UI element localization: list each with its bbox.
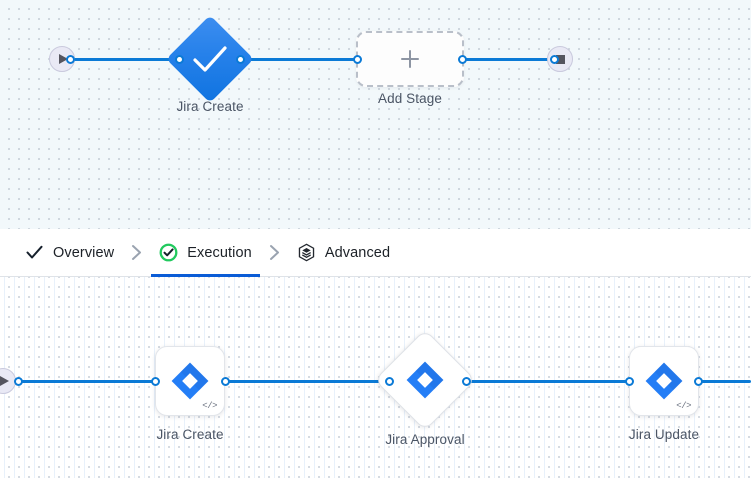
port-exec-start-out[interactable] [14, 377, 23, 386]
check-circle-icon [159, 243, 178, 262]
pipeline-overview-canvas[interactable]: Jira Create Add Stage [0, 0, 751, 229]
check-icon [25, 243, 44, 262]
step-jira-approval-label: Jira Approval [385, 432, 465, 447]
play-icon [0, 376, 9, 386]
code-badge: </> [202, 401, 217, 411]
port-jira-create-in[interactable] [175, 55, 184, 64]
tab-separator-2 [252, 244, 297, 261]
port-jira-create-in[interactable] [151, 377, 160, 386]
tab-separator-1 [114, 244, 159, 261]
port-jira-approval-out[interactable] [462, 377, 471, 386]
step-shape-square[interactable]: </> [629, 346, 699, 416]
edge-start-to-jira-create [70, 58, 180, 61]
port-jira-update-out[interactable] [694, 377, 703, 386]
port-end-in[interactable] [550, 55, 559, 64]
stage-jira-create-label: Jira Create [176, 99, 244, 114]
play-icon [59, 54, 68, 64]
port-jira-create-out[interactable] [221, 377, 230, 386]
port-jira-create-out[interactable] [236, 55, 245, 64]
step-shape-square[interactable]: </> [155, 346, 225, 416]
code-badge: </> [676, 401, 691, 411]
edge-jira-create-to-jira-approval [222, 380, 382, 383]
layers-hexagon-icon [297, 243, 316, 262]
edge-jira-create-to-add-stage [240, 58, 358, 61]
port-add-stage-out[interactable] [458, 55, 467, 64]
port-jira-approval-in[interactable] [385, 377, 394, 386]
execution-graph-canvas[interactable]: </> Jira Create Jira Approval [0, 277, 751, 478]
tab-overview-label: Overview [53, 244, 115, 261]
edge-add-stage-to-end [462, 58, 554, 61]
pipeline-tabbar: Overview Execution [0, 229, 751, 277]
tab-advanced[interactable]: Advanced [297, 229, 390, 276]
stop-icon [555, 54, 565, 64]
port-start-out[interactable] [66, 55, 75, 64]
port-jira-update-in[interactable] [625, 377, 634, 386]
chevron-right-icon [269, 245, 279, 260]
step-jira-create-label: Jira Create [156, 427, 224, 442]
edge-exec-start-to-jira-create [18, 380, 158, 383]
chevron-right-icon [132, 245, 142, 260]
tab-advanced-label: Advanced [324, 244, 391, 261]
tab-execution[interactable]: Execution [151, 229, 260, 277]
step-shape-diamond[interactable] [374, 329, 476, 431]
port-add-stage-in[interactable] [353, 55, 362, 64]
tab-execution-label: Execution [187, 244, 252, 261]
tab-overview[interactable]: Overview [25, 229, 114, 276]
step-jira-update-label: Jira Update [628, 427, 700, 442]
plus-icon [401, 50, 419, 68]
add-stage-label: Add Stage [378, 91, 442, 106]
add-stage-button[interactable] [356, 31, 464, 87]
edge-jira-update-outgoing [696, 380, 751, 383]
edge-jira-approval-to-jira-update [466, 380, 629, 383]
